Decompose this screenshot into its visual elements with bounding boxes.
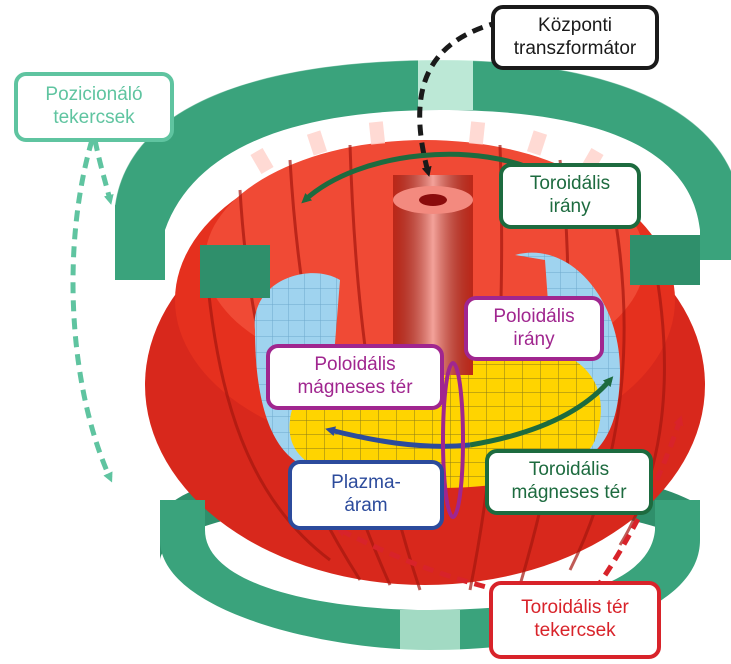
positioning-arrow-upper bbox=[95, 140, 110, 200]
positioning-arrow-lower bbox=[73, 140, 110, 478]
plasma-current-label: Plazma-áram bbox=[288, 460, 444, 530]
